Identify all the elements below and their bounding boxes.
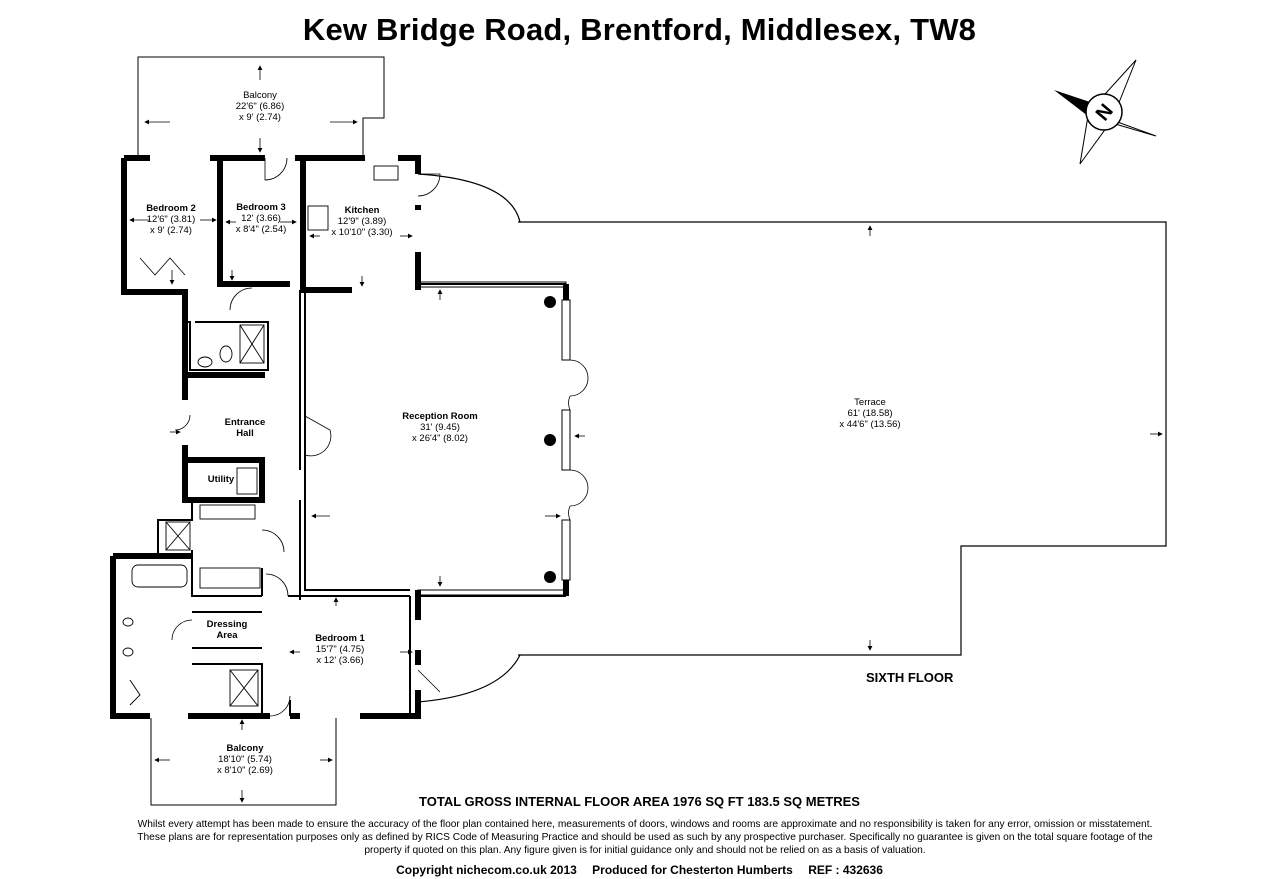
balcony-bottom-dim2: x 8'10" (2.69) [217,765,273,776]
balcony-top-outline [137,56,385,157]
reception-windows [417,281,571,596]
disclaimer: Whilst every attempt has been made to en… [137,819,1153,856]
balcony-top-name: Balcony [243,90,277,101]
bedroom3-label: Bedroom 3 12' (3.66) x 8'4" (2.54) [220,202,302,235]
kitchen-label: Kitchen 12'9" (3.89) x 10'10" (3.30) [312,205,412,238]
plan-title: Kew Bridge Road, Brentford, Middlesex, T… [302,12,977,47]
bedroom1-dim2: x 12' (3.66) [316,655,364,666]
copyright: Copyright nichecom.co.uk 2013 [396,863,577,877]
bedroom1-name: Bedroom 1 [315,633,365,644]
fixtures [122,165,399,707]
balcony-bottom-dim1: 18'10" (5.74) [218,754,272,765]
balcony-top-label: Balcony 22'6" (6.86) x 9' (2.74) [205,90,315,123]
bedroom3-name: Bedroom 3 [236,202,286,213]
dressing-name-1: Dressing [206,619,248,630]
bedroom3-dim2: x 8'4" (2.54) [235,224,287,235]
bedroom3-dim1: 12' (3.66) [241,213,281,224]
bedroom2-dim1: 12'6" (3.81) [146,214,196,225]
utility-label: Utility [196,474,246,485]
entrance-name-2: Hall [236,428,254,439]
balcony-bottom-name: Balcony [226,743,264,754]
terrace-dim2: x 44'6" (13.56) [839,419,901,430]
reception-room-label: Reception Room 31' (9.45) x 26'4" (8.02) [370,411,510,444]
reference: REF : 432636 [808,863,883,877]
dimension-arrows [129,65,1163,803]
dressing-area-label: Dressing Area [193,619,261,641]
footer: Copyright nichecom.co.uk 2013 Produced f… [0,863,1279,877]
columns [544,296,556,583]
interior-walls [157,283,566,716]
bedroom2-dim2: x 9' (2.74) [150,225,192,236]
terrace-label: Terrace 61' (18.58) x 44'6" (13.56) [810,397,930,430]
balcony-bottom-label: Balcony 18'10" (5.74) x 8'10" (2.69) [195,743,295,776]
bedroom2-label: Bedroom 2 12'6" (3.81) x 9' (2.74) [125,203,217,236]
utility-name: Utility [207,474,235,485]
compass-icon: N [1054,59,1157,165]
produced-for: Produced for Chesterton Humberts [592,863,793,877]
reception-name: Reception Room [402,411,478,422]
reception-dim1: 31' (9.45) [420,422,460,433]
floor-label: SIXTH FLOOR [866,670,954,685]
bedroom1-dim1: 15'7" (4.75) [315,644,365,655]
bedroom1-label: Bedroom 1 15'7" (4.75) x 12' (3.66) [290,633,390,666]
door-swings [139,157,589,717]
entrance-hall-label: Entrance Hall [200,417,290,439]
terrace-name: Terrace [854,397,886,408]
kitchen-name: Kitchen [344,205,380,216]
total-area: TOTAL GROSS INTERNAL FLOOR AREA 1976 SQ … [419,794,860,809]
dressing-name-2: Area [216,630,238,641]
kitchen-dim2: x 10'10" (3.30) [331,227,393,238]
bedroom2-name: Bedroom 2 [146,203,196,214]
terrace-dim1: 61' (18.58) [847,408,893,419]
balcony-top-dim1: 22'6" (6.86) [235,101,285,112]
kitchen-dim1: 12'9" (3.89) [337,216,387,227]
balcony-top-dim2: x 9' (2.74) [239,112,281,123]
balcony-bottom-outline [150,718,337,806]
reception-dim2: x 26'4" (8.02) [412,433,468,444]
terrace-outline [417,173,1167,703]
entrance-name-1: Entrance [224,417,266,428]
